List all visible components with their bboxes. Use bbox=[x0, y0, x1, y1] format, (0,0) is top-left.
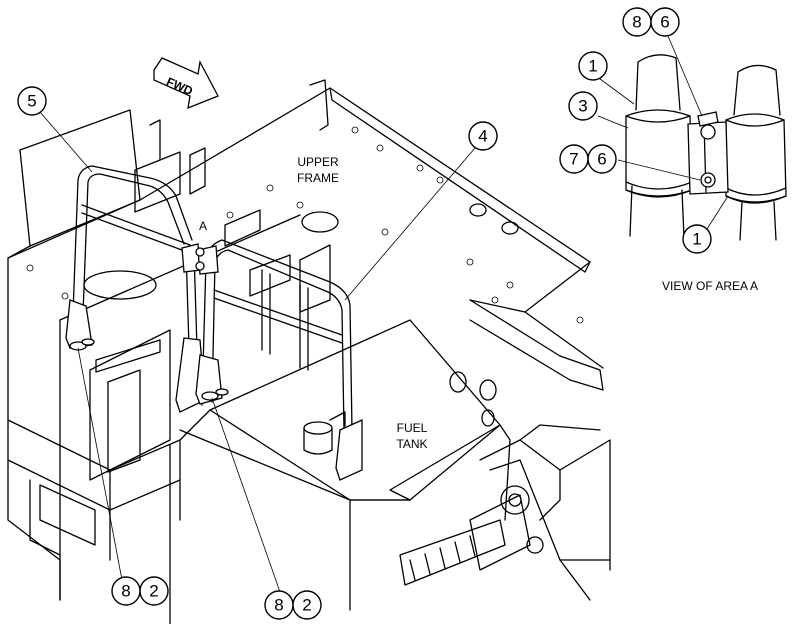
upper-frame-label-line2: FRAME bbox=[297, 171, 339, 185]
detail-view-area-a: VIEW OF AREA A bbox=[595, 35, 787, 293]
callout-6-top: 6 bbox=[650, 7, 680, 37]
svg-text:3: 3 bbox=[578, 97, 587, 116]
svg-text:8: 8 bbox=[274, 596, 283, 615]
callout-1-top: 1 bbox=[578, 51, 608, 81]
callout-8-left: 8 bbox=[111, 576, 141, 606]
callout-5: 5 bbox=[17, 86, 47, 116]
svg-text:1: 1 bbox=[588, 57, 597, 76]
svg-text:8: 8 bbox=[632, 13, 641, 32]
leader-lines bbox=[39, 111, 476, 593]
callout-3: 3 bbox=[568, 91, 598, 121]
callout-6-mid: 6 bbox=[587, 144, 617, 174]
svg-text:6: 6 bbox=[597, 150, 606, 169]
svg-text:4: 4 bbox=[478, 127, 487, 146]
callout-1-bottom: 1 bbox=[682, 224, 712, 254]
callout-2-mid: 2 bbox=[292, 590, 322, 620]
fwd-arrow-icon: FWD bbox=[153, 57, 219, 110]
handrail-right bbox=[69, 239, 363, 481]
svg-text:2: 2 bbox=[149, 582, 158, 601]
callout-8-top: 8 bbox=[622, 7, 652, 37]
area-a-marker: A bbox=[199, 219, 207, 233]
svg-text:5: 5 bbox=[27, 92, 36, 111]
fuel-tank bbox=[169, 319, 611, 624]
callout-4: 4 bbox=[468, 121, 498, 151]
callout-8-mid: 8 bbox=[264, 590, 294, 620]
fuel-tank-label-line1: FUEL bbox=[397, 421, 428, 435]
svg-text:2: 2 bbox=[302, 596, 311, 615]
svg-text:1: 1 bbox=[692, 230, 701, 249]
svg-text:6: 6 bbox=[660, 13, 669, 32]
callout-2-left: 2 bbox=[139, 576, 169, 606]
svg-text:8: 8 bbox=[121, 582, 130, 601]
fuel-tank-label-line2: TANK bbox=[396, 437, 427, 451]
upper-frame-label-line1: UPPER bbox=[297, 155, 339, 169]
upper-frame-structure bbox=[7, 79, 604, 601]
svg-text:7: 7 bbox=[569, 150, 578, 169]
view-caption: VIEW OF AREA A bbox=[662, 279, 758, 293]
callout-7: 7 bbox=[559, 144, 589, 174]
